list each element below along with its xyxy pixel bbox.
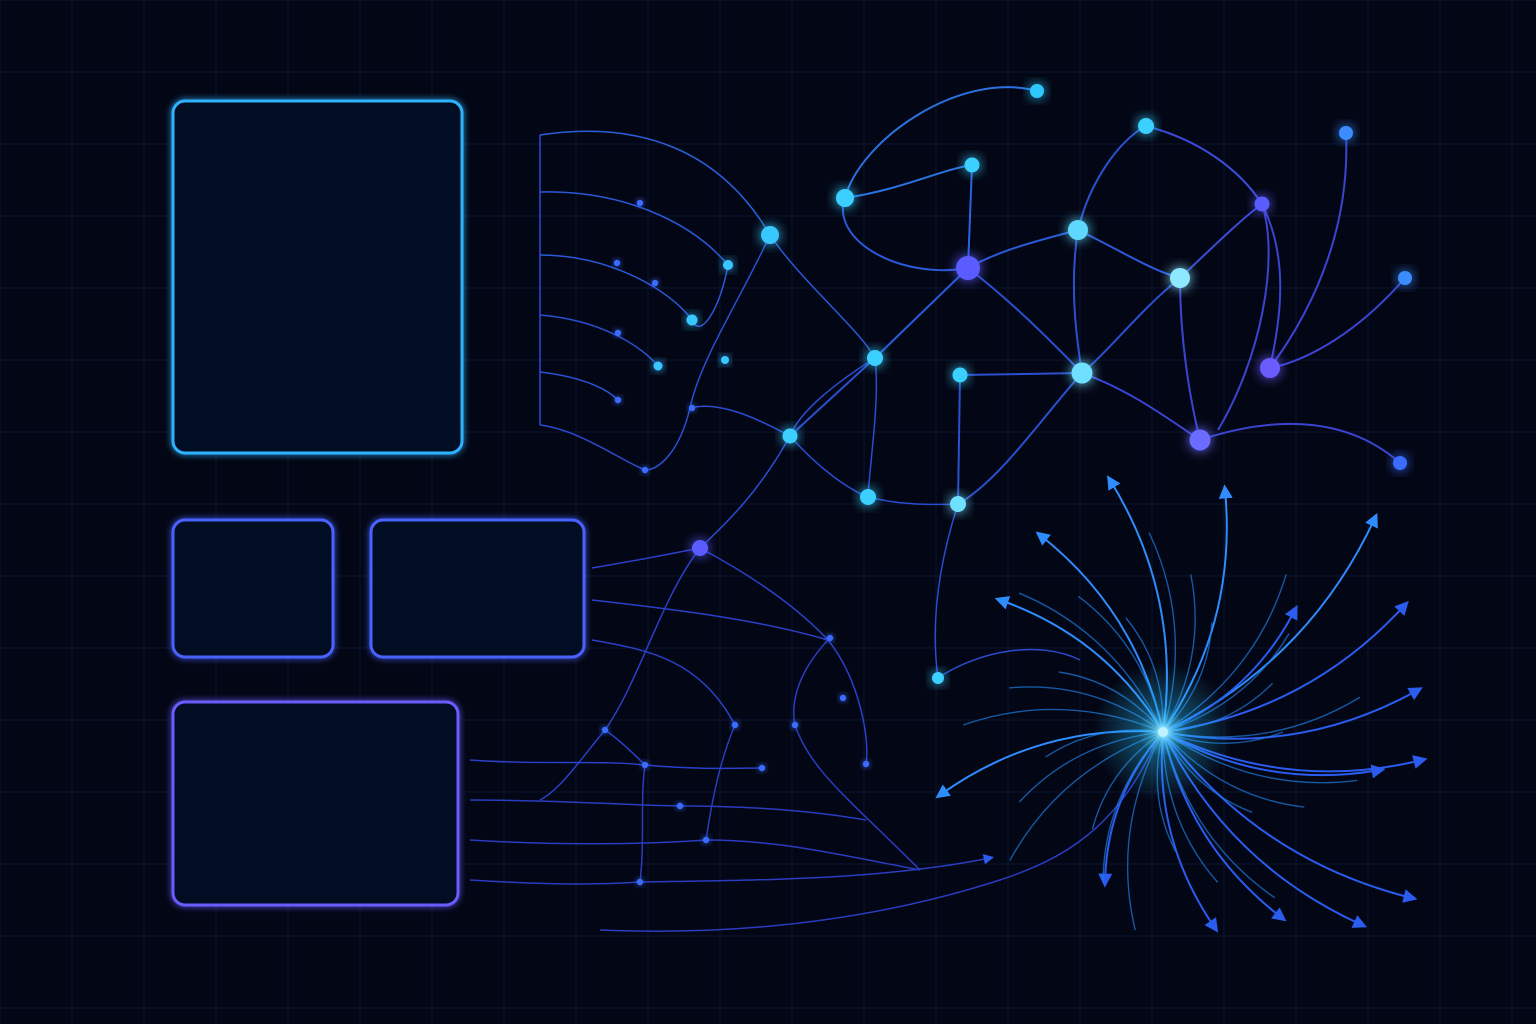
network-graph-icon <box>653 84 1412 684</box>
mesh-dot <box>791 721 799 729</box>
network-node <box>782 428 798 444</box>
mesh-dot <box>614 329 622 337</box>
network-node <box>964 157 980 173</box>
network-node <box>1260 358 1280 378</box>
small-panel-right <box>369 518 586 659</box>
network-node <box>1339 126 1353 140</box>
mesh-dot <box>601 726 609 734</box>
network-node <box>653 361 663 371</box>
small-panel-left <box>171 518 335 659</box>
document-panel <box>171 99 464 455</box>
network-node <box>932 672 944 684</box>
network-node <box>1393 456 1407 470</box>
mesh-dot <box>758 764 766 772</box>
mesh-dot <box>826 634 834 642</box>
network-node <box>950 496 966 512</box>
mesh-dot <box>636 199 644 207</box>
network-node <box>1030 84 1044 98</box>
panel-frame <box>171 99 464 455</box>
network-node <box>723 260 733 270</box>
flow-mesh <box>469 130 1161 932</box>
network-node <box>1138 118 1154 134</box>
network-node <box>956 256 980 280</box>
mesh-dot <box>636 878 644 886</box>
network-node <box>867 350 883 366</box>
mesh-dot <box>613 259 621 267</box>
network-node <box>686 314 698 326</box>
mesh-dot <box>862 760 870 768</box>
network-node <box>761 226 779 244</box>
mesh-dot <box>688 404 696 412</box>
network-node <box>1071 362 1093 384</box>
network-node <box>1068 220 1088 240</box>
burst-center <box>1158 727 1168 737</box>
mesh-dot <box>676 802 684 810</box>
mesh-dot <box>614 396 622 404</box>
panels <box>171 99 586 907</box>
bottom-panel <box>171 700 460 907</box>
mesh-dot <box>651 279 659 287</box>
network-node <box>721 356 729 364</box>
panel-frame <box>171 700 460 907</box>
network-node <box>860 489 876 505</box>
network-node <box>1170 268 1190 288</box>
network-node <box>692 540 708 556</box>
network-edges <box>789 86 1406 505</box>
mesh-dot <box>839 694 847 702</box>
network-node <box>1254 196 1270 212</box>
mesh-dot <box>731 721 739 729</box>
mesh-dot <box>702 836 710 844</box>
network-node <box>836 189 854 207</box>
network-node <box>1189 429 1211 451</box>
network-node <box>1398 271 1412 285</box>
mesh-dot <box>641 761 649 769</box>
mesh-dot <box>641 466 649 474</box>
network-node <box>952 367 968 383</box>
